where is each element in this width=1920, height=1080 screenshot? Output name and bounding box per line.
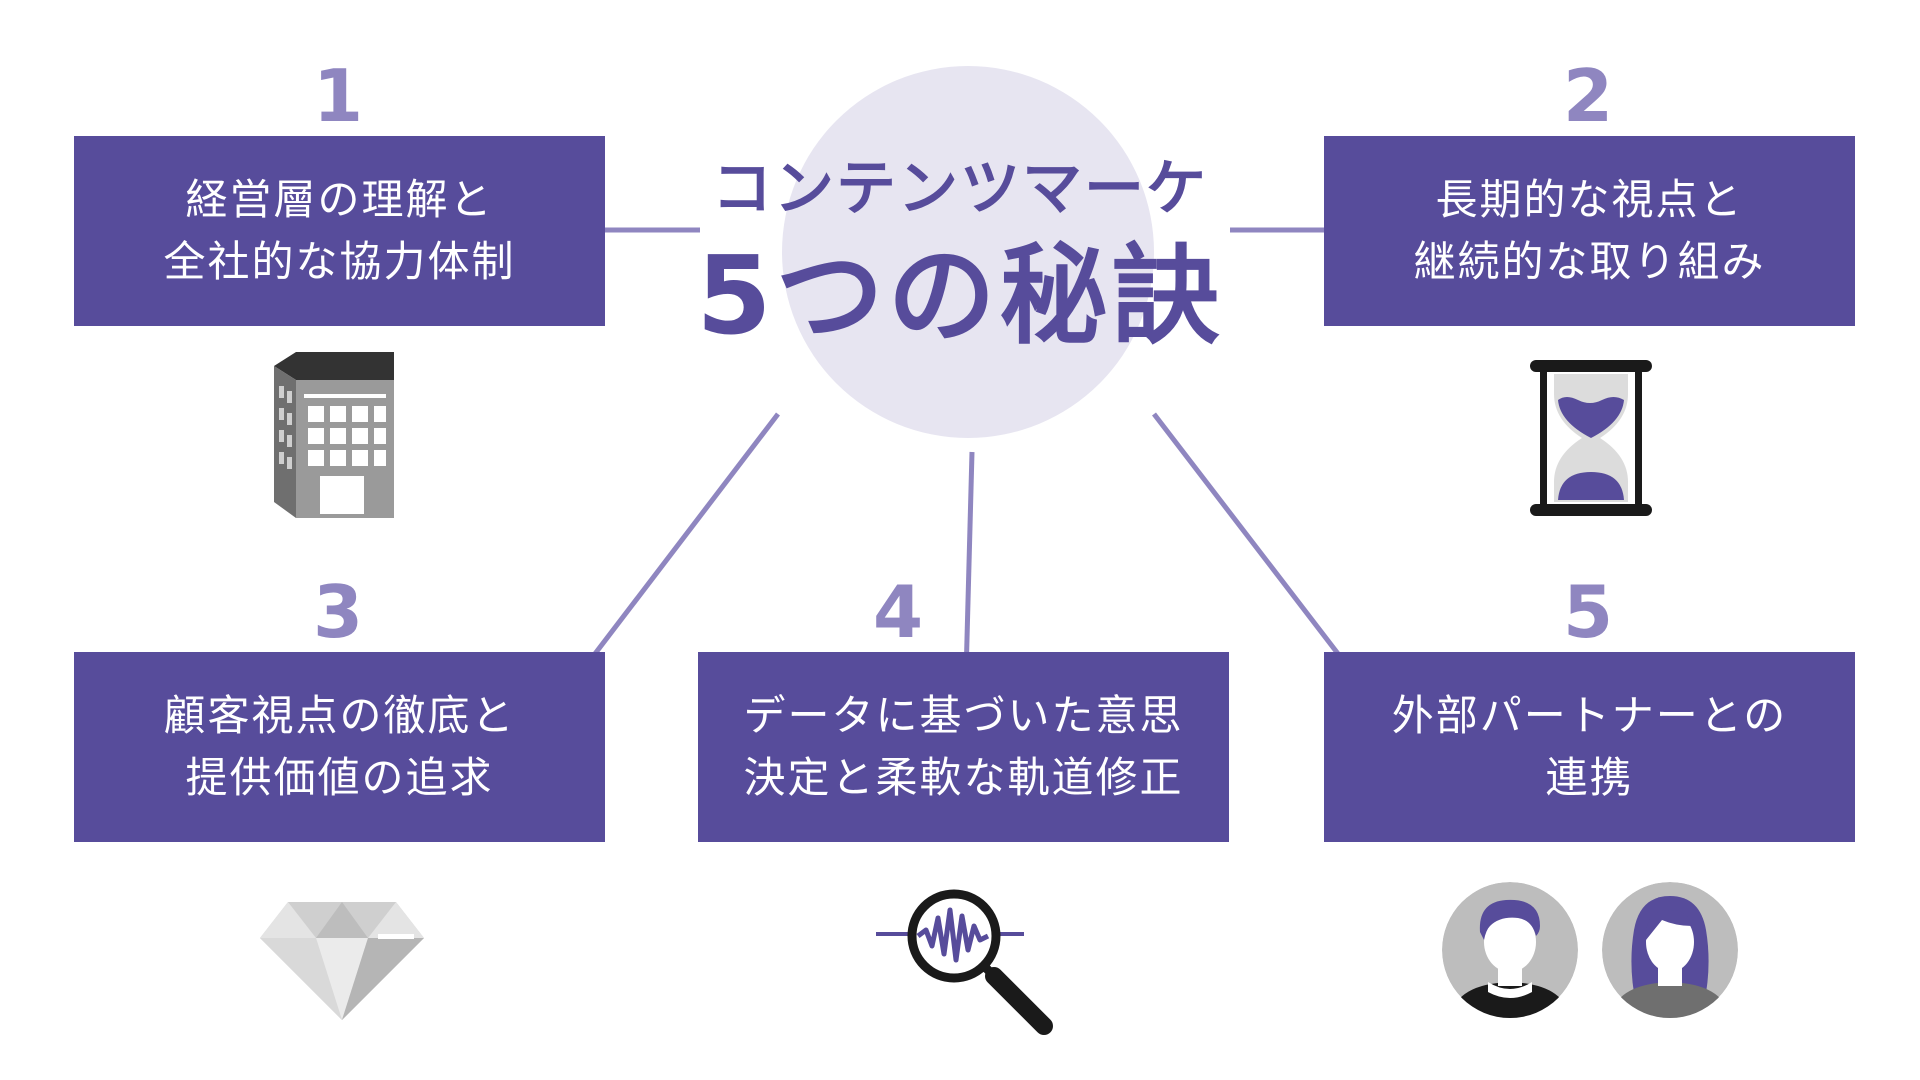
secret-1-line1: 経営層の理解と: [185, 175, 494, 224]
secret-number-4: 4: [872, 570, 924, 654]
partner-male-avatar: [1442, 882, 1578, 1018]
connector-3: [576, 412, 780, 678]
diamond-icon: [260, 902, 424, 1020]
secret-number-1: 1: [312, 54, 364, 138]
office-building-icon: [274, 352, 394, 518]
magnifier-waveform-icon: [876, 889, 1053, 1035]
secret-box-1: 経営層の理解と 全社的な協力体制: [74, 136, 605, 326]
hub-title-line2: 5つの秘訣: [696, 234, 1224, 359]
secret-1-line2: 全社的な協力体制: [163, 237, 516, 286]
secret-box-3: 顧客視点の徹底と 提供価値の追求: [74, 652, 605, 842]
hub-title-line1: コンテンツマーケ: [712, 154, 1208, 224]
secret-2-line2: 継続的な取り組み: [1413, 237, 1766, 286]
hub-circle: [782, 66, 1154, 438]
secret-box-2: 長期的な視点と 継続的な取り組み: [1324, 136, 1855, 326]
secret-box-5: 外部パートナーとの 連携: [1324, 652, 1855, 842]
secret-number-5: 5: [1562, 570, 1614, 654]
secret-3-line2: 提供価値の追求: [185, 753, 494, 802]
secret-number-3: 3: [312, 570, 364, 654]
secret-4-line1: データに基づいた意思: [743, 691, 1184, 740]
partners-icon: [1442, 882, 1738, 1018]
secret-box-4: データに基づいた意思 決定と柔軟な軌道修正: [698, 652, 1229, 842]
secret-4-line2: 決定と柔軟な軌道修正: [743, 753, 1184, 802]
partner-female-avatar: [1602, 882, 1738, 1018]
connector-5: [1152, 412, 1354, 674]
connector-4: [963, 451, 975, 677]
secret-5-line2: 連携: [1545, 753, 1634, 802]
secret-2-line1: 長期的な視点と: [1435, 175, 1744, 224]
secret-5-line1: 外部パートナーとの: [1391, 691, 1788, 740]
secret-3-line1: 顧客視点の徹底と: [163, 691, 516, 740]
secret-number-2: 2: [1562, 54, 1614, 138]
hourglass-icon: [1530, 360, 1652, 516]
